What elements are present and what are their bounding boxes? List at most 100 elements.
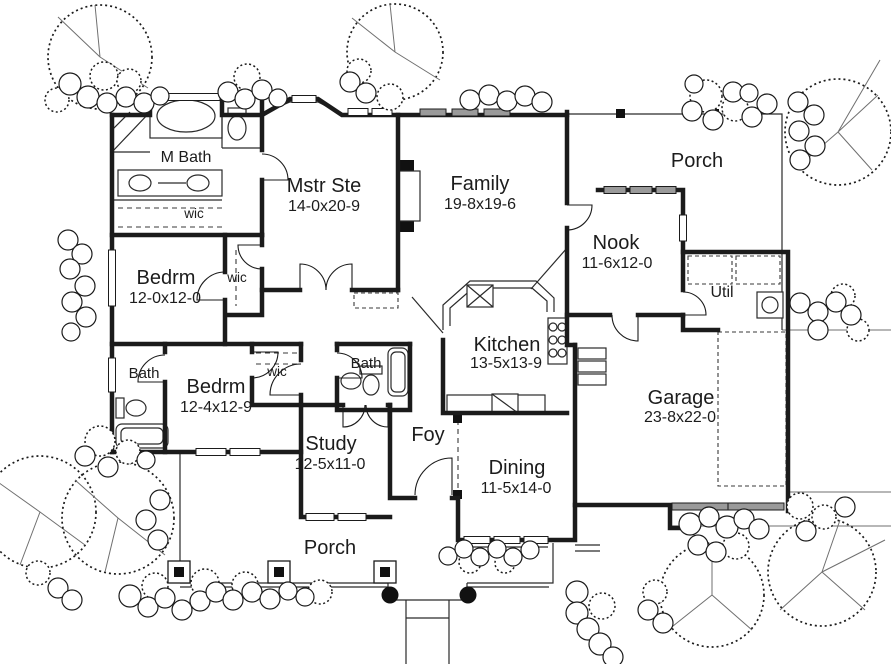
bathtub-inner [390,351,406,393]
bath2-walls [334,341,413,413]
column-base [453,490,462,499]
tree-branches [0,482,86,566]
bush [61,322,81,342]
door-master-bath [261,153,289,181]
window [108,249,116,307]
tree-canopy [784,78,891,186]
window [371,108,393,116]
fireplace-box [397,170,421,222]
bush [136,450,156,470]
front-walkway [405,600,450,664]
burner [548,348,558,358]
window [108,357,116,393]
family-kitchen-east-wall [564,109,578,348]
porch-post-core [174,567,184,577]
tree-branches [351,3,441,81]
room-dims-nook: 11-6x12-0 [582,255,653,272]
garage-step [577,347,607,360]
bush [58,72,82,96]
bush [741,106,763,128]
door-utility [682,291,707,316]
bush [268,88,288,108]
window [305,513,335,521]
bush [807,301,829,323]
bush [57,229,79,251]
room-label-kitchen: Kitchen [474,334,541,356]
bush [154,587,176,609]
room-dims-master-suite: 14-0x20-9 [288,198,360,215]
bush [733,508,755,530]
bush [684,74,704,94]
door-master-left [299,263,327,291]
bush [602,646,624,664]
room-dims-dining: 11-5x14-0 [481,480,552,497]
kitchen-sink-detail [466,284,494,308]
bush [702,109,724,131]
bush [47,577,69,599]
archway-line [411,296,444,334]
bush [89,61,119,91]
tree-branches [799,59,881,171]
window [229,448,261,456]
room-dims-garage: 23-8x22-0 [644,409,716,426]
bush [339,71,361,93]
door-bath2 [336,352,363,379]
window [629,186,653,194]
bush [135,509,157,531]
bush [787,91,809,113]
bush [789,149,811,171]
bush [687,534,709,556]
window [337,513,367,521]
bush [376,83,404,111]
bush [205,581,227,603]
bush [795,520,817,542]
kitchen-counter [442,280,555,330]
room-label-study: Study [305,433,356,455]
door-bedroom3 [269,363,302,396]
bush [803,104,825,126]
room-label-garage: Garage [648,387,715,409]
porch-edge [567,113,783,330]
window [603,186,627,194]
bush [295,587,315,607]
bush [74,275,96,297]
bush [470,547,490,567]
window [419,108,447,117]
door-bedroom2 [196,271,226,301]
bush [84,425,116,457]
garage-storage [717,331,787,487]
bush [804,135,826,157]
bush [150,86,170,106]
bush [61,589,83,611]
washer [687,255,733,285]
archway-line [530,247,568,290]
bush [565,601,589,625]
bush [44,87,70,113]
water-heater-detail [761,296,779,314]
room-dims-kitchen: 13-5x13-9 [470,355,542,372]
room-label-wic-bedroom-2: wic [226,270,247,285]
bush [825,291,847,313]
room-label-porch-rear: Porch [671,150,723,172]
bush [637,599,659,621]
room-dims-study: 12-5x11-0 [295,456,366,473]
hall-closet [353,292,399,309]
bush [96,92,118,114]
window [451,108,479,117]
bush [520,540,540,560]
room-label-porch-front: Porch [304,537,356,559]
shrubs [25,58,870,664]
porch-column [381,586,399,604]
garage-step [577,373,607,386]
bush [137,596,159,618]
bush [233,63,261,91]
window [655,186,677,194]
vanity-sink [128,174,152,192]
fireplace-jamb [396,160,414,171]
bush [171,599,193,621]
room-label-m-bath: M Bath [161,149,212,166]
toilet [227,115,247,141]
room-label-family: Family [451,173,510,195]
bush [681,100,703,122]
bush [789,292,811,314]
